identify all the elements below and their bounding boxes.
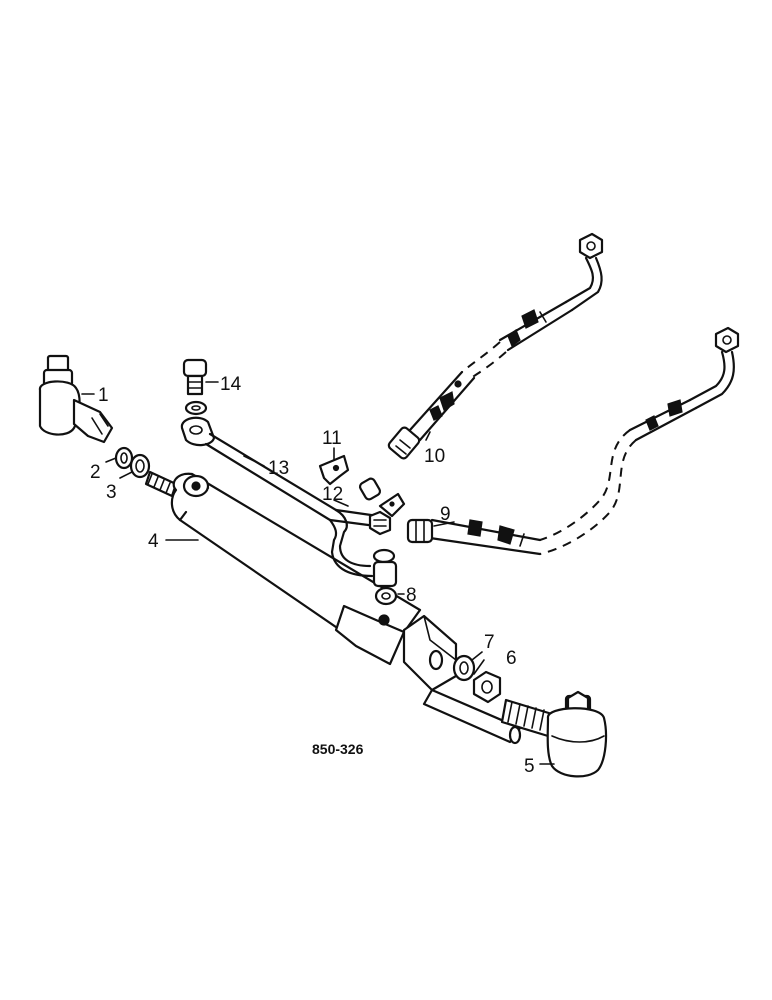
callout-7: 7 <box>484 632 495 653</box>
callout-13: 13 <box>268 458 289 479</box>
tie-rod-end-left-1 <box>38 354 114 444</box>
banjo-bolt-14 <box>182 358 208 378</box>
pipe-13 <box>180 358 380 578</box>
washer-2 <box>114 446 134 470</box>
tie-rod-end-right-5 <box>500 690 608 778</box>
hose-assembly-9 <box>406 326 740 556</box>
power-cylinder-4 <box>144 470 522 745</box>
washer-3 <box>129 453 151 479</box>
callout-10: 10 <box>424 446 445 467</box>
callout-12: 12 <box>322 484 343 505</box>
fitting-12 <box>358 477 392 536</box>
hose-assembly-10 <box>387 232 604 460</box>
callout-4: 4 <box>148 531 159 552</box>
leader-lines <box>81 381 555 765</box>
hose-9-nut <box>714 326 740 354</box>
callout-14: 14 <box>220 374 242 395</box>
callout-1: 1 <box>98 385 109 406</box>
callout-labels: 1 2 3 4 5 6 7 8 9 10 11 12 13 14 <box>90 374 535 777</box>
nut-6 <box>472 670 502 704</box>
callout-2: 2 <box>90 462 101 483</box>
drawing-reference-code: 850-326 <box>312 741 364 757</box>
hose-10-nut <box>578 232 604 260</box>
callout-3: 3 <box>106 482 117 503</box>
callout-6: 6 <box>506 648 517 669</box>
callout-8: 8 <box>406 585 417 606</box>
fitting-8 <box>372 548 398 606</box>
callout-9: 9 <box>440 504 451 525</box>
callout-5: 5 <box>524 756 535 777</box>
callout-11: 11 <box>322 428 342 449</box>
washer-7 <box>452 654 476 682</box>
